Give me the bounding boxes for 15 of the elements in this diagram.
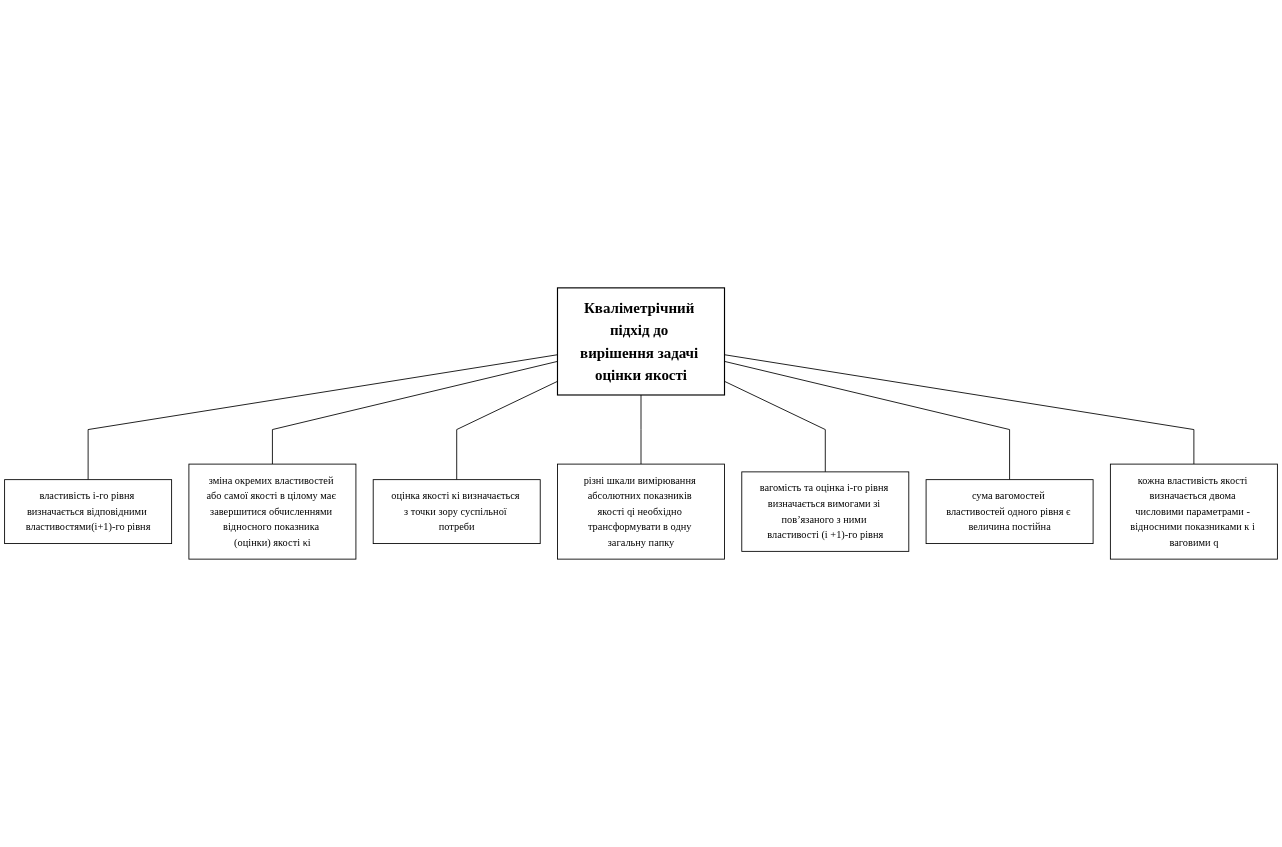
connector [724,354,1195,465]
connector [724,380,826,473]
connector [724,360,1010,481]
node-box: оцінка якості кі визначається з точки зору суспільної потреби [372,479,541,544]
node-box: кожна властивість якості визначається двома числовими параметрами - відносними показниками к і ваговими q [1109,463,1278,560]
node-box: властивість i-го рівня визначається відповідними властивостями(i+1)-го рівня [4,479,173,544]
connector [87,354,558,481]
node-box: Кваліметрічний підхід до вирішення задачі оцінки якості [556,287,726,396]
node-box: вагомість та оцінка і-го рівня визначається вимогами зі пов’язаного з ними властивості (i +1)-го рівня [741,471,910,552]
connector [272,360,558,465]
node-box: сума вагомостей властивостей одного рівня є величина постійна [925,479,1094,544]
node-box: зміна окремих властивостей або самої якості в цілому має завершитися обчисленнями відносного показника (оцінки) якості κi [188,463,357,560]
node-box: різні шкали вимірювання абсолютних показників якості qi необхідно трансформувати в одну загальну папку [557,463,725,560]
connector [640,394,642,465]
connector [456,380,558,481]
